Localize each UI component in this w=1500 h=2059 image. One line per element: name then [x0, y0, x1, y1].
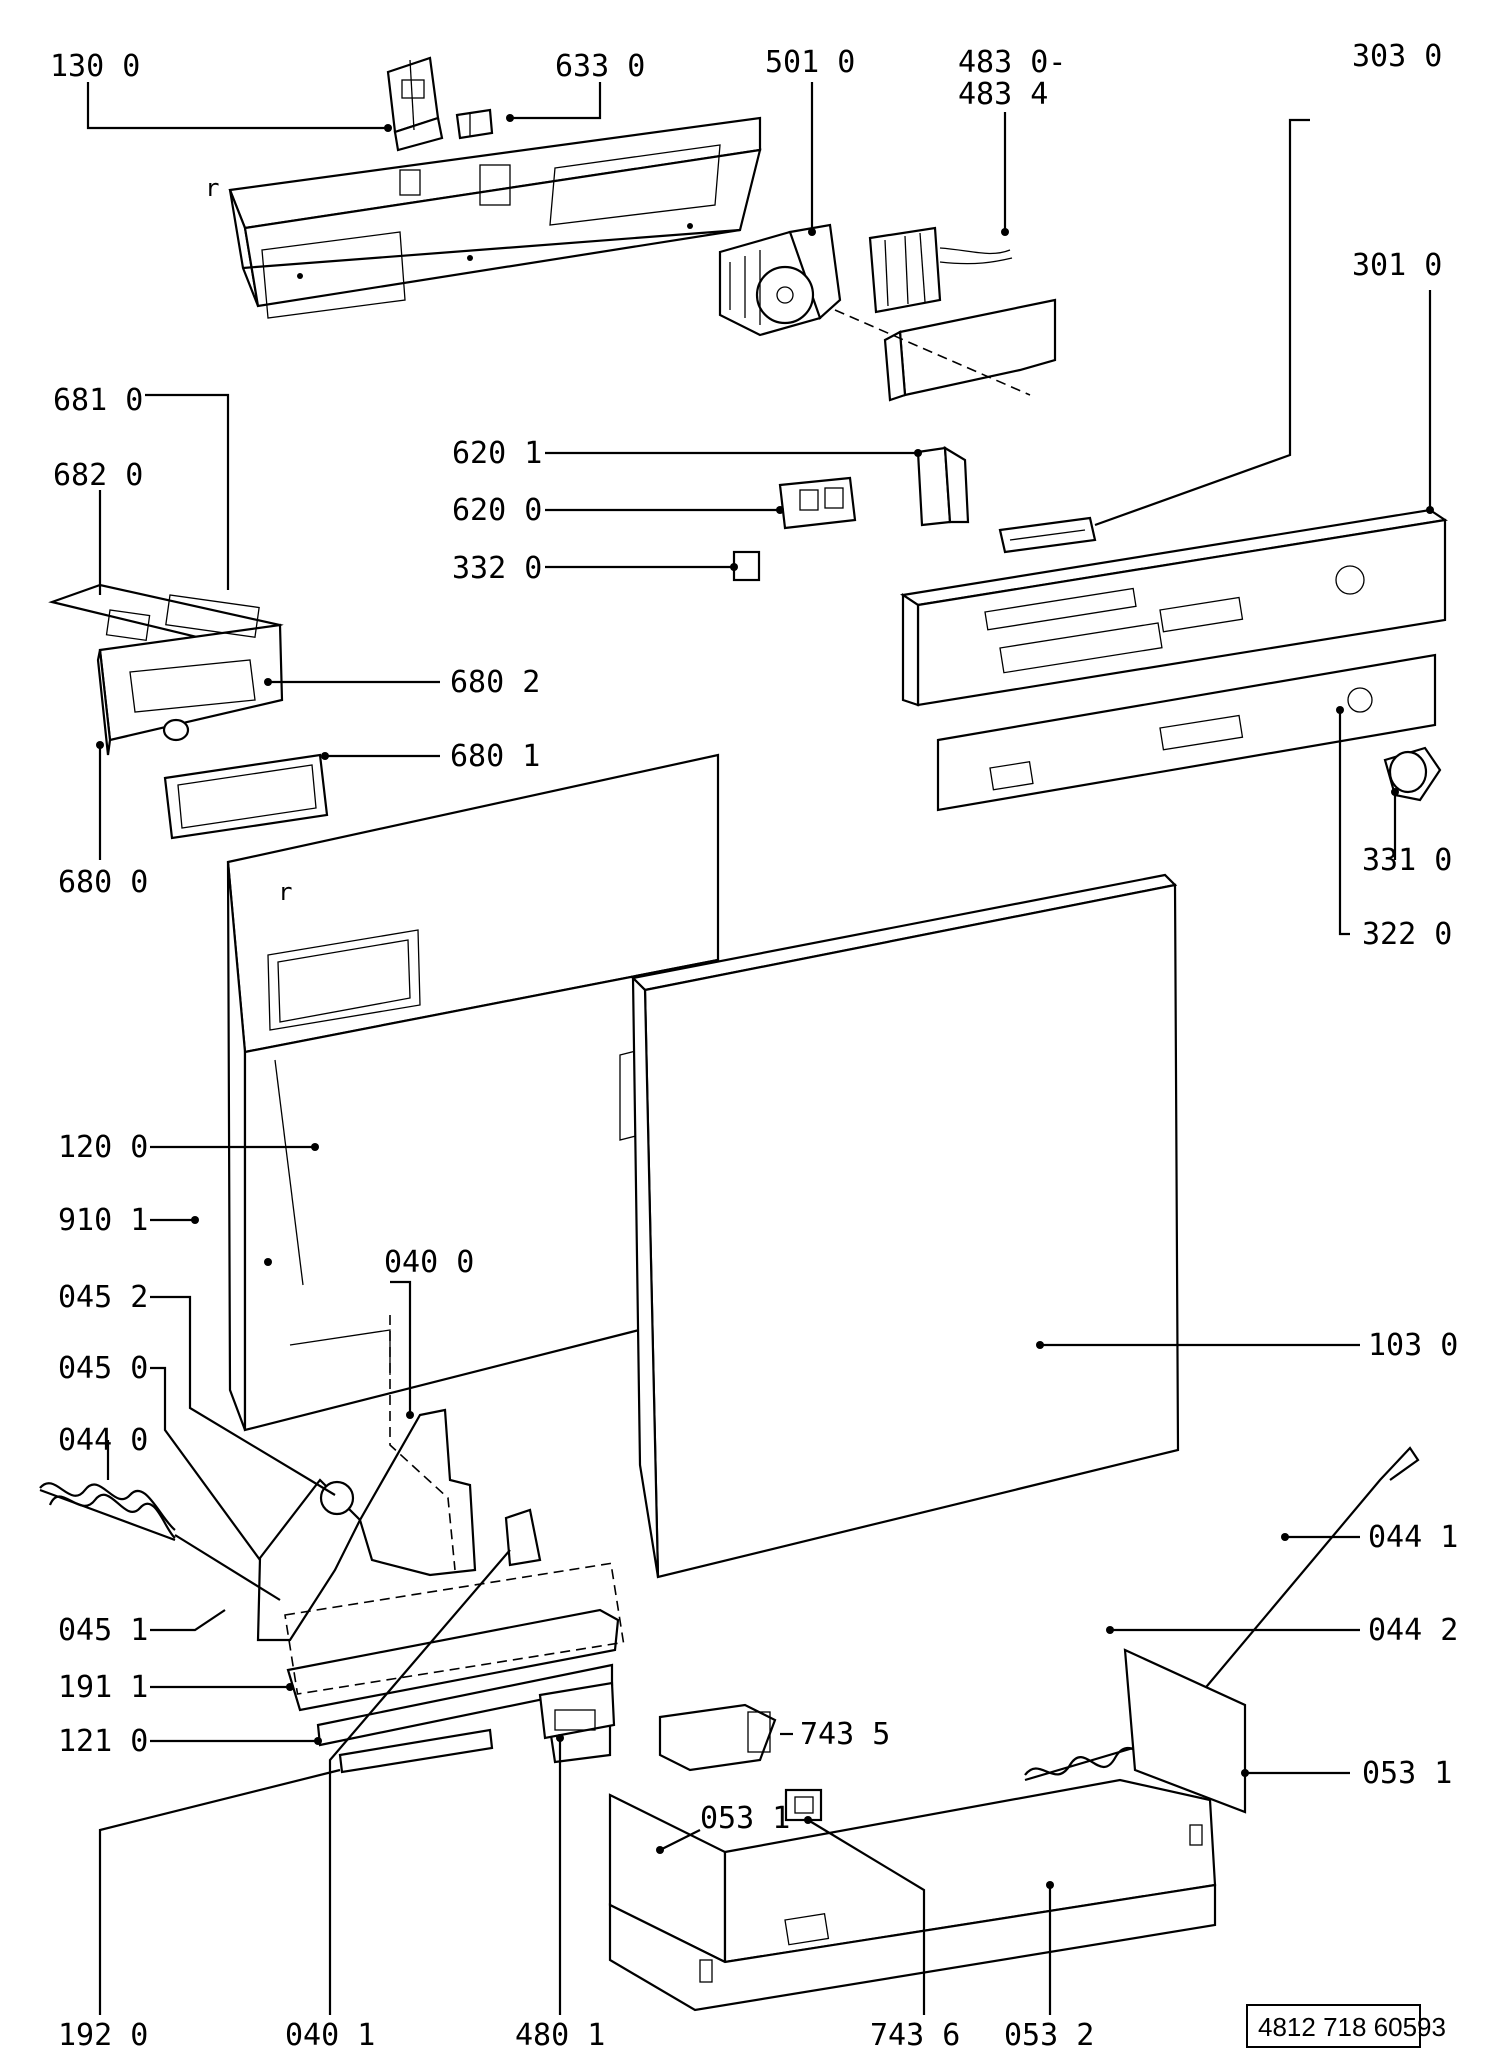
part-620-1-drawing: [916, 445, 970, 527]
plinth-053-drawing: [608, 1648, 1247, 2012]
label-045-1: 045 1: [58, 1613, 148, 1648]
control-frame-drawing: [228, 116, 762, 319]
label-040-1: 040 1: [285, 2018, 375, 2053]
label-743-5: 743 5: [800, 1717, 890, 1752]
label-680-2: 680 2: [450, 665, 540, 700]
label-044-1: 044 1: [1368, 1520, 1458, 1555]
label-053-2: 053 2: [1004, 2018, 1094, 2053]
timer-501-drawing: [718, 223, 842, 337]
label-682-0: 682 0: [53, 458, 143, 493]
label-681-0: 681 0: [53, 383, 143, 418]
label-044-0: 044 0: [58, 1423, 148, 1458]
label-192-0: 192 0: [58, 2018, 148, 2053]
label-130-0: 130 0: [50, 49, 140, 84]
hinge-rail-drawing: [284, 1562, 625, 1774]
control-panel-301-drawing: [900, 508, 1448, 707]
label-053-1-left: 053 1: [700, 1801, 790, 1836]
front-panel-322-drawing: [936, 653, 1437, 812]
label-620-0: 620 0: [452, 493, 542, 528]
label-045-2: 045 2: [58, 1280, 148, 1315]
part-620-0-drawing: [778, 476, 857, 530]
outer-door-103-drawing: [630, 873, 1180, 1579]
label-483-0: 483 0-: [958, 45, 1066, 80]
label-045-0: 045 0: [58, 1351, 148, 1386]
label-121-0: 121 0: [58, 1724, 148, 1759]
part-480-drawing: [538, 1681, 616, 1740]
label-680-1: 680 1: [450, 739, 540, 774]
label-303-0: 303 0: [1352, 39, 1442, 74]
label-331-0: 331 0: [1362, 843, 1452, 878]
leader-lines: [86, 82, 1432, 2015]
label-103-0: 103 0: [1368, 1328, 1458, 1363]
mark-r-door: r: [278, 878, 292, 906]
leader-dots: [96, 114, 1434, 1889]
connector-483-drawing: [868, 226, 1013, 314]
dispenser-680-drawing: [48, 583, 284, 756]
hinge-drawing: [256, 1315, 542, 1642]
label-620-1: 620 1: [452, 436, 542, 471]
label-483-4: 483 4: [958, 77, 1048, 112]
part-labels: 130 0 633 0 501 0 483 0- 483 4 303 0 301…: [50, 39, 1458, 2053]
knob-331-drawing: [1383, 746, 1442, 802]
springs-drawing: [39, 1446, 1420, 1782]
drawing-reference-number: 4812 718 60593: [1258, 2012, 1446, 2042]
switch-633-drawing: [455, 108, 494, 140]
gasket-680-1-drawing: [163, 753, 329, 840]
label-480-1: 480 1: [515, 2018, 605, 2053]
label-322-0: 322 0: [1362, 917, 1452, 952]
label-743-6: 743 6: [870, 2018, 960, 2053]
switch-130-drawing: [386, 56, 444, 152]
label-501-0: 501 0: [765, 45, 855, 80]
label-680-0: 680 0: [58, 865, 148, 900]
inner-door-120-drawing: [226, 753, 720, 1432]
label-633-0: 633 0: [555, 49, 645, 84]
part-303-drawing: [998, 516, 1097, 554]
label-040-0: 040 0: [384, 1245, 474, 1280]
label-332-0: 332 0: [452, 551, 542, 586]
label-191-1: 191 1: [58, 1670, 148, 1705]
drawing-reference-box: 4812 718 60593: [1246, 2004, 1446, 2048]
label-044-2: 044 2: [1368, 1613, 1458, 1648]
label-301-0: 301 0: [1352, 248, 1442, 283]
mark-r-top: r: [205, 174, 219, 202]
label-053-1-right: 053 1: [1362, 1756, 1452, 1791]
label-120-0: 120 0: [58, 1130, 148, 1165]
timer-bracket-drawing: [834, 298, 1057, 402]
label-910-1: 910 1: [58, 1203, 148, 1238]
part-743-drawing: [658, 1703, 823, 1822]
